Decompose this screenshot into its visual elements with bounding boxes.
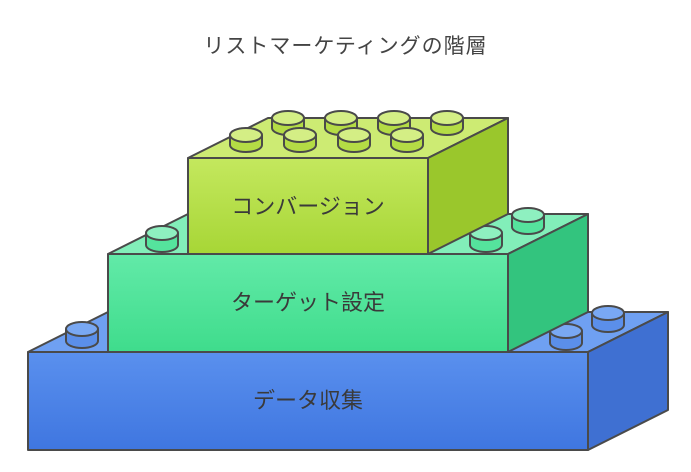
stud (145, 225, 179, 253)
stud (337, 127, 371, 153)
layer-data-collection-label: データ収集 (253, 389, 363, 414)
layer-target-setting-front (107, 253, 509, 353)
stud (430, 110, 464, 136)
stud (283, 127, 317, 153)
stud (65, 321, 99, 349)
diagram-title: リストマーケティングの階層 (203, 34, 488, 58)
stud (511, 207, 545, 235)
layer-target-setting-label: ターゲット設定 (231, 291, 385, 316)
stud (591, 305, 625, 333)
layer-conversion-label: コンバージョン (231, 195, 385, 220)
layer-data-collection-front (27, 351, 589, 451)
layer-conversion-front (187, 157, 429, 255)
stud (229, 127, 263, 153)
stud (390, 127, 424, 153)
layer-conversion: コンバージョン (187, 110, 509, 255)
